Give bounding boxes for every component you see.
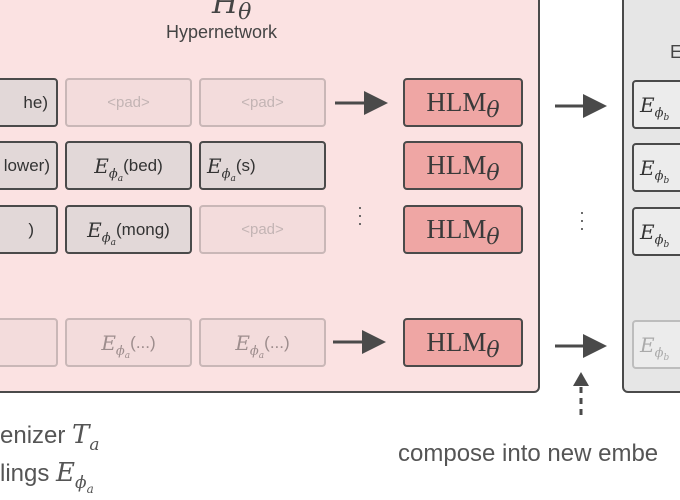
- output-embedding-cell: Eϕb: [632, 320, 680, 369]
- token-cell: ): [0, 205, 58, 254]
- ellipsis-vertical: ···: [579, 202, 585, 238]
- right-panel-title: E: [670, 42, 680, 62]
- token-cell: lower): [0, 141, 58, 190]
- output-embedding-cell: Eϕb: [632, 80, 680, 129]
- pad-cell: <pad>: [65, 78, 192, 127]
- ellipsis-vertical: ···: [357, 197, 363, 233]
- hypernetwork-symbol: Hθ: [212, 0, 252, 25]
- tokenizer-caption: enizer Ta: [0, 420, 100, 455]
- hypernetwork-title: Hypernetwork: [166, 22, 278, 42]
- pad-cell: <pad>: [199, 205, 326, 254]
- embeddings-caption: lings Eϕa: [0, 458, 94, 496]
- compose-caption: compose into new embe: [398, 440, 659, 467]
- pad-cell: <pad>: [199, 78, 326, 127]
- dashed-arrow-head: [573, 372, 589, 386]
- token-cell: he): [0, 78, 58, 127]
- output-embedding-cell: Eϕb: [632, 143, 680, 192]
- token-cell: [0, 318, 58, 367]
- output-embedding-cell: Eϕb: [632, 207, 680, 256]
